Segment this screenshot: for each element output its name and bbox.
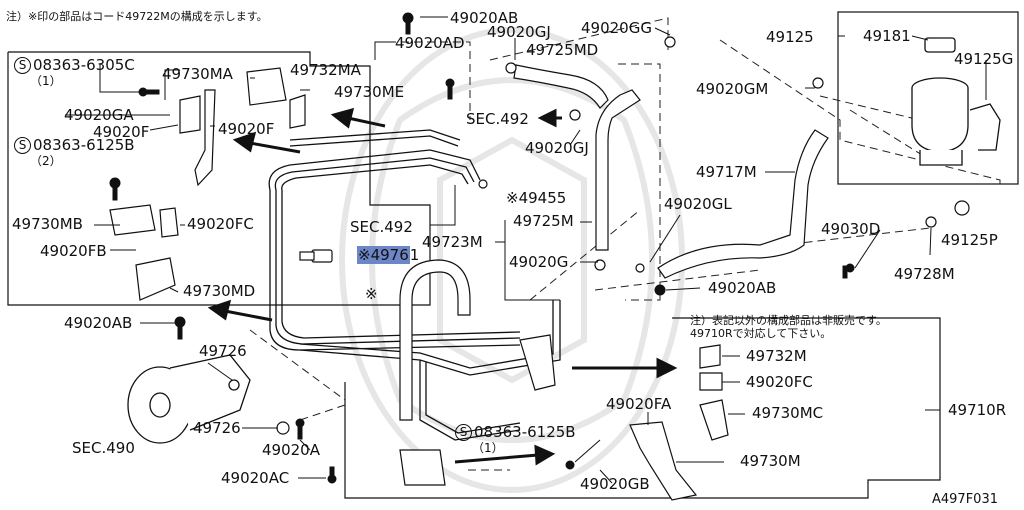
label-49732ma[interactable]: 49732MA bbox=[290, 61, 361, 79]
label-49020gm[interactable]: 49020GM bbox=[696, 80, 769, 98]
label-49020ac[interactable]: 49020AC bbox=[221, 469, 290, 487]
label-49020ad[interactable]: 49020AD bbox=[395, 34, 465, 52]
label-49761[interactable]: ※49761 bbox=[357, 246, 420, 264]
label-49730md[interactable]: 49730MD bbox=[183, 282, 256, 300]
label-49761-suffix: 1 bbox=[409, 246, 420, 264]
leader-lines bbox=[65, 16, 987, 484]
s-circle-icon: S bbox=[14, 137, 31, 154]
label-08363-6125b-bottom-qty: （1） bbox=[472, 441, 504, 455]
label-49730m[interactable]: 49730M bbox=[740, 452, 801, 470]
label-49730mb[interactable]: 49730MB bbox=[12, 215, 83, 233]
s-circle-icon: S bbox=[455, 424, 472, 441]
label-49732m[interactable]: 49732M bbox=[746, 347, 807, 365]
bolts bbox=[109, 12, 855, 484]
label-49020gj-top[interactable]: 49020GJ bbox=[487, 23, 551, 41]
dashed-guides bbox=[249, 17, 1001, 471]
label-49728m[interactable]: 49728M bbox=[894, 265, 955, 283]
brackets bbox=[109, 67, 729, 501]
label-49717m[interactable]: 49717M bbox=[696, 163, 757, 181]
s-circle-icon: S bbox=[14, 57, 31, 74]
label-49020g[interactable]: 49020G bbox=[509, 253, 569, 271]
label-08363-6125b-top-qty: （2） bbox=[30, 154, 62, 168]
pressure-pipes bbox=[268, 129, 561, 441]
label-49125[interactable]: 49125 bbox=[766, 28, 814, 46]
label-asterisk-mark: ※ bbox=[365, 285, 378, 303]
label-49020ab-top[interactable]: 49020AB bbox=[450, 9, 519, 27]
label-49723m[interactable]: 49723M bbox=[422, 233, 483, 251]
reservoir-tank bbox=[911, 37, 1001, 166]
note-right-line1: 注）表記以外の構成部品は非販売です。 bbox=[690, 314, 887, 327]
label-49761-highlight: ※4976 bbox=[357, 246, 410, 264]
label-49020ga[interactable]: 49020GA bbox=[64, 106, 134, 124]
label-49020fa[interactable]: 49020FA bbox=[606, 395, 672, 413]
label-08363-6125b-top-text: 08363-6125B bbox=[33, 136, 135, 154]
label-sec492-top[interactable]: SEC.492 bbox=[466, 110, 529, 128]
label-49730mc[interactable]: 49730MC bbox=[752, 404, 824, 422]
note-top: 注）※印の部品はコード49722Mの構成を示します。 bbox=[6, 10, 268, 23]
label-sec492-mid[interactable]: SEC.492 bbox=[350, 218, 413, 236]
suction-hoses bbox=[513, 64, 829, 279]
label-49030d[interactable]: 49030D bbox=[821, 220, 881, 238]
diagram-id: A497F031 bbox=[932, 492, 998, 507]
label-49020gj-mid[interactable]: 49020GJ bbox=[525, 139, 589, 157]
return-hose bbox=[399, 259, 471, 421]
label-49020fc-left[interactable]: 49020FC bbox=[187, 215, 254, 233]
label-49020f-right[interactable]: 49020F bbox=[218, 120, 275, 138]
label-49710r[interactable]: 49710R bbox=[948, 401, 1007, 419]
label-49726-top[interactable]: 49726 bbox=[199, 342, 247, 360]
label-08363-6125b-bottom-text: 08363-6125B bbox=[474, 423, 576, 441]
label-49020gg[interactable]: 49020GG bbox=[581, 19, 652, 37]
label-49020a[interactable]: 49020A bbox=[262, 441, 320, 459]
label-49020f-left[interactable]: 49020F bbox=[93, 123, 150, 141]
label-sec490[interactable]: SEC.490 bbox=[72, 439, 135, 457]
direction-arrows bbox=[207, 107, 678, 466]
label-49020ab-right[interactable]: 49020AB bbox=[708, 279, 777, 297]
label-49125g[interactable]: 49125G bbox=[954, 50, 1014, 68]
reservoir-group-box bbox=[837, 11, 1019, 185]
label-49725m[interactable]: 49725M bbox=[513, 212, 574, 230]
note-right-line2: 49710Rで対応して下さい。 bbox=[690, 327, 832, 340]
pump-body bbox=[127, 354, 251, 444]
label-49730ma[interactable]: 49730MA bbox=[162, 65, 233, 83]
label-49020ab-left[interactable]: 49020AB bbox=[64, 314, 133, 332]
label-49730me[interactable]: 49730ME bbox=[334, 83, 405, 101]
label-49125p[interactable]: 49125P bbox=[941, 231, 998, 249]
label-49181[interactable]: 49181 bbox=[863, 27, 911, 45]
label-49726-bottom[interactable]: 49726 bbox=[193, 419, 241, 437]
label-08363-6305c-text: 08363-6305C bbox=[33, 56, 135, 74]
label-49455[interactable]: ※49455 bbox=[506, 189, 567, 207]
left-group-box bbox=[7, 51, 431, 306]
49710r-group-box bbox=[344, 317, 941, 499]
label-49020fb[interactable]: 49020FB bbox=[40, 242, 107, 260]
label-08363-6305c-qty: （1） bbox=[30, 74, 62, 88]
label-49020gb[interactable]: 49020GB bbox=[580, 475, 650, 493]
label-49020gl[interactable]: 49020GL bbox=[664, 195, 732, 213]
label-49725md[interactable]: 49725MD bbox=[526, 41, 599, 59]
label-49020fc-right[interactable]: 49020FC bbox=[746, 373, 813, 391]
pressure-switch bbox=[299, 249, 333, 263]
